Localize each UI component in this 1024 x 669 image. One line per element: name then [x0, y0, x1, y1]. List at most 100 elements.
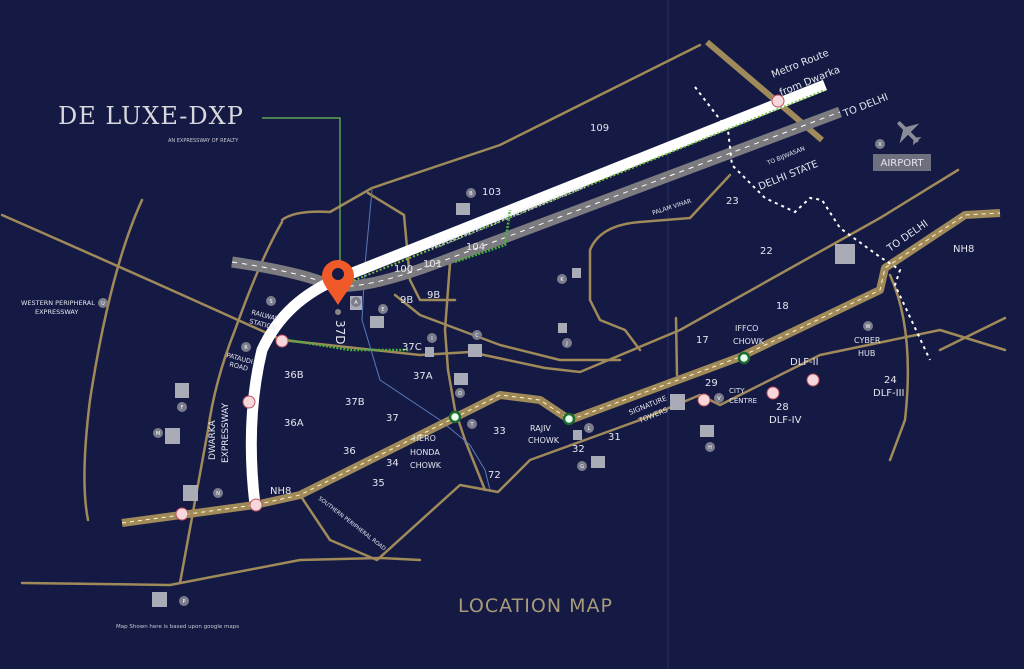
- sector-label: 37: [386, 413, 399, 424]
- sector-label: 109: [590, 123, 609, 134]
- building-icon: [572, 268, 581, 278]
- svg-text:V: V: [717, 396, 721, 402]
- badge-e: E: [378, 304, 388, 314]
- svg-text:L: L: [588, 426, 591, 432]
- metro-icon: [275, 334, 289, 348]
- sector-label: 36B: [284, 370, 304, 381]
- building-icon: [165, 428, 180, 444]
- metro-icon: [766, 386, 780, 400]
- airport-label: AIRPORT: [881, 158, 925, 169]
- badge-g: G: [577, 461, 587, 471]
- sector-label: 22: [760, 246, 773, 257]
- cyber-hub-label: CYBER: [854, 336, 881, 345]
- hero-honda-chowk-icon: [448, 410, 462, 424]
- project-dot: [335, 309, 341, 315]
- badge-b: B: [466, 188, 476, 198]
- chowk-markers: [448, 351, 751, 426]
- metro-icon: [242, 395, 256, 409]
- brand-logo: DE LUXE-DXP: [58, 102, 244, 130]
- project-sector-label: 37D: [333, 320, 347, 345]
- badge-f: F: [177, 402, 187, 412]
- building-icon: [370, 316, 384, 328]
- road-golf-course: [0, 168, 960, 374]
- metro-icon: [806, 373, 820, 387]
- sector-label: 103: [482, 187, 501, 198]
- sector-label: 101: [423, 259, 442, 270]
- nh8-label: NH8: [270, 486, 291, 497]
- svg-text:R: R: [244, 345, 248, 351]
- building-icon: [670, 394, 685, 410]
- building-icon: [425, 347, 434, 357]
- building-icon: [558, 323, 567, 333]
- metro-icon: [175, 507, 189, 521]
- svg-text:P: P: [182, 599, 185, 605]
- badge-v: V: [714, 393, 724, 403]
- building-icon: [183, 485, 198, 501]
- sector-label: 18: [776, 301, 789, 312]
- sector-label: 24: [884, 375, 897, 386]
- sector-label: 29: [705, 378, 718, 389]
- badge-r: R: [241, 342, 251, 352]
- sector-label: 36A: [284, 418, 304, 429]
- svg-text:U: U: [101, 301, 105, 307]
- svg-text:W: W: [866, 324, 871, 330]
- badge-t: T: [467, 419, 477, 429]
- dwarka-expressway: [245, 79, 828, 506]
- sector-label: 9B: [427, 290, 440, 301]
- road-palam-vihar: [588, 173, 732, 352]
- airport-badge: [873, 154, 931, 171]
- svg-text:I: I: [431, 336, 432, 342]
- wpe-label: WESTERN PERIPHERAL: [21, 299, 95, 307]
- building-icon: [573, 430, 582, 440]
- badge-k: K: [557, 274, 567, 284]
- badge-n: N: [213, 488, 223, 498]
- road-north: [280, 43, 702, 222]
- building-icon: [454, 373, 468, 385]
- airplane-icon: [897, 121, 922, 146]
- badge-s: S: [266, 296, 276, 306]
- building-icon: [835, 244, 855, 264]
- building-icon: [175, 383, 189, 398]
- spr-label: SOUTHERN PERIPHERAL ROAD: [317, 496, 387, 552]
- road-sector-100: [366, 191, 457, 302]
- iffco-chowk-label: IFFCO: [735, 324, 758, 333]
- brand-tagline: AN EXPRESSWAY OF REALTY: [168, 138, 239, 144]
- svg-text:K: K: [560, 277, 564, 283]
- dlf-2-label: DLF-II: [790, 357, 819, 368]
- svg-text:E: E: [381, 307, 384, 313]
- badge-w: W: [863, 321, 873, 331]
- green-belt: [287, 209, 512, 352]
- metro-icon: [249, 498, 263, 512]
- svg-text:H: H: [708, 445, 712, 451]
- sector-label: 34: [386, 458, 399, 469]
- road-dlf: [888, 273, 910, 462]
- dlf-3-label: DLF-III: [873, 388, 904, 399]
- badge-x: X: [875, 139, 885, 149]
- rajiv-chowk-label: RAJIV: [530, 424, 551, 433]
- wpe-label: EXPRESSWAY: [35, 308, 78, 316]
- location-pin-icon[interactable]: [322, 260, 354, 305]
- leader-line: [262, 117, 341, 270]
- sector-labels: 109 103 104 100 101 9B 9B 37C 37A 36B 37…: [284, 123, 897, 489]
- to-delhi-label: TO DELHI: [841, 92, 890, 120]
- building-icon: [152, 592, 167, 607]
- sector-label: 17: [696, 335, 709, 346]
- svg-text:T: T: [469, 422, 474, 428]
- svg-text:S: S: [269, 299, 272, 305]
- svg-text:G: G: [580, 464, 584, 470]
- proposed-metro-line: [349, 89, 826, 283]
- road-9b: [393, 293, 622, 362]
- sector-label: 104: [466, 242, 485, 253]
- sector-label: 35: [372, 478, 385, 489]
- footnote: Map Shown here is based upon google maps: [116, 624, 239, 630]
- badges: A B C D E F G H I J K L M N P R S T U V …: [98, 139, 885, 606]
- dlf-4-label: DLF-IV: [769, 415, 802, 426]
- badge-m: M: [153, 428, 163, 438]
- building-icon: [468, 344, 482, 357]
- building-icon: [700, 425, 714, 437]
- badge-c: C: [472, 330, 482, 340]
- sector-label: 100: [394, 264, 413, 275]
- badge-h: H: [705, 442, 715, 452]
- dwarka-expressway-label: EXPRESSWAY: [221, 402, 231, 463]
